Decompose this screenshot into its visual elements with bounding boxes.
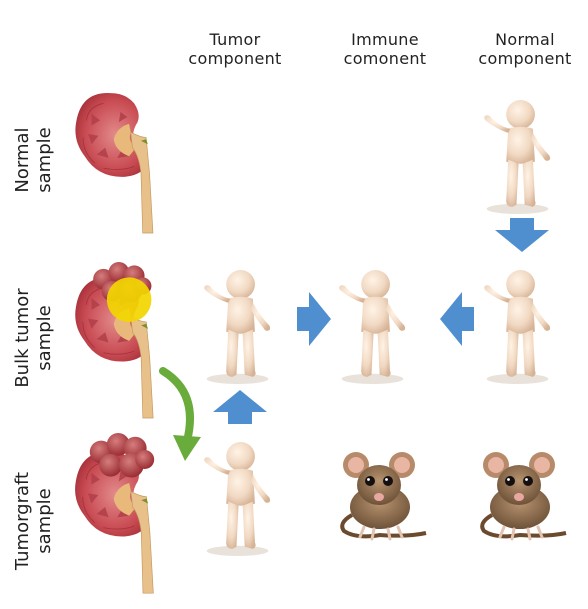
column-header-normal-line1: Normal (495, 30, 555, 49)
row-label-normal: Normal sample (12, 75, 56, 245)
row-label-bulk: Bulk tumor sample (12, 253, 56, 423)
kidney-icon (62, 88, 162, 234)
row-label-normal-line2: sample (34, 127, 55, 193)
row-label-bulk-line2: sample (34, 305, 55, 371)
column-header-immune: Immune comonent (315, 30, 455, 68)
column-header-tumor-line2: component (188, 49, 282, 68)
person-figure-icon-bulk-immune (335, 268, 410, 385)
person-figure-icon-bulk-normal (480, 268, 555, 385)
person-figure-icon-bulk-tumor (200, 268, 275, 385)
blue-arrow-down-icon (495, 218, 549, 252)
person-figure-icon-tumorgraft-tumor (200, 440, 275, 557)
column-header-tumor-line1: Tumor (209, 30, 261, 49)
tumor-highlight-circle (106, 277, 152, 322)
column-header-immune-line2: comonent (343, 49, 427, 68)
column-header-normal-line2: component (478, 49, 572, 68)
column-header-tumor: Tumor component (165, 30, 305, 68)
column-header-immune-line1: Immune (351, 30, 419, 49)
mouse-icon-immune (330, 445, 430, 545)
blue-arrow-right-icon (297, 292, 331, 346)
green-curved-arrow-icon (155, 365, 205, 465)
column-header-normal: Normal component (455, 30, 588, 68)
tumorgraft-kidney-icon (62, 433, 162, 594)
row-label-tumorgraft: Tumorgraft sample (12, 436, 56, 606)
row-label-tumorgraft-line2: sample (34, 488, 55, 554)
person-figure-icon-normal-row (480, 98, 555, 215)
tumor-kidney-icon (62, 262, 162, 419)
row-label-normal-line1: Normal (12, 127, 33, 193)
mouse-icon-normal (470, 445, 570, 545)
row-label-tumorgraft-line1: Tumorgraft (12, 471, 33, 571)
row-label-bulk-line1: Bulk tumor (12, 288, 33, 388)
blue-arrow-left-icon (440, 292, 474, 346)
blue-arrow-up-icon (213, 390, 267, 424)
